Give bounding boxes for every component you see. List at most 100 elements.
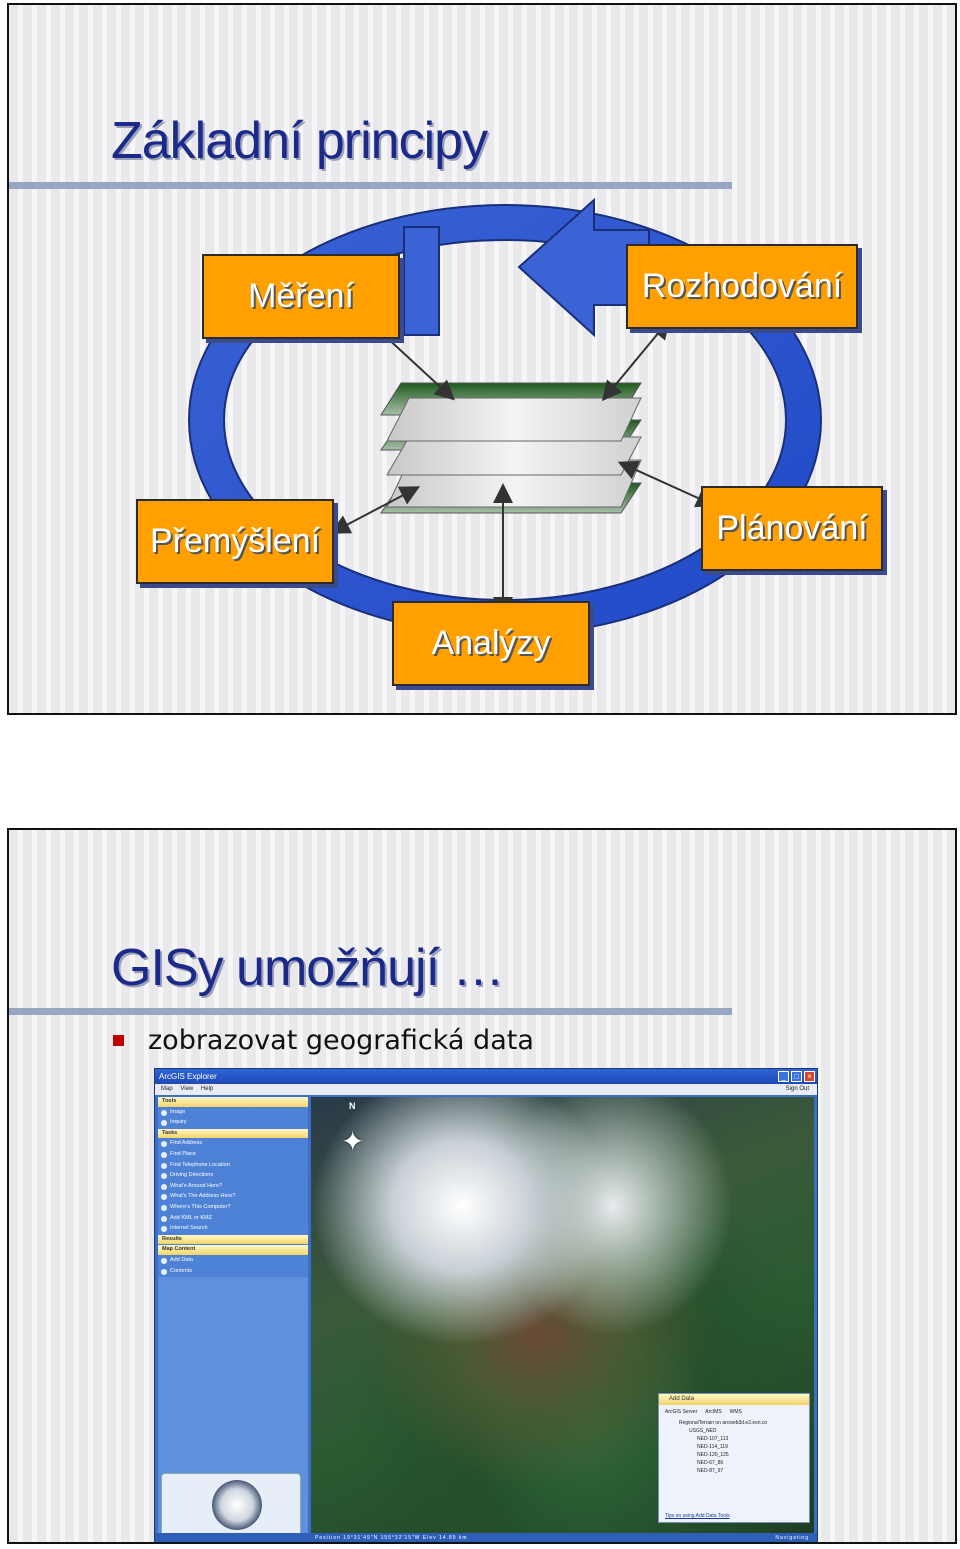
panel-section-header[interactable]: Tools: [158, 1097, 308, 1108]
panel-tool-item[interactable]: Internet Search: [158, 1224, 308, 1235]
slide-gis-enable: GISy umožňují … zobrazovat geografická d…: [7, 828, 957, 1544]
panel-row-label: Driving Directions: [170, 1172, 214, 1179]
window-titlebar: ArcGIS Explorer _ □ ×: [155, 1069, 817, 1084]
panel-tool-item[interactable]: Find Telephone Location: [158, 1160, 308, 1172]
panel-tool-item[interactable]: Find Address: [158, 1139, 308, 1150]
panel-tool-item[interactable]: Inquiry: [158, 1118, 308, 1129]
panel-row-label: Find Telephone Location: [170, 1161, 230, 1168]
menubar: Map View Help Sign Out: [155, 1084, 817, 1095]
panel-tool-item[interactable]: What's Around Here?: [158, 1181, 308, 1193]
tool-icon: [161, 1120, 167, 1127]
tab-arcgis-server[interactable]: ArcGIS Server: [665, 1409, 698, 1415]
tool-icon: [161, 1257, 167, 1264]
minimize-icon[interactable]: _: [778, 1071, 789, 1082]
slide-basic-principles: Základní principy: [7, 3, 957, 715]
tool-icon: [161, 1204, 167, 1211]
panel-tool-item[interactable]: Find Place: [158, 1149, 308, 1161]
navigation-control[interactable]: [161, 1473, 301, 1537]
panel-tool-item[interactable]: Image: [158, 1107, 308, 1119]
tree-item[interactable]: NED-67_86: [697, 1460, 724, 1466]
tool-icon: [161, 1215, 167, 1222]
cycle-arrow-head: [517, 197, 650, 338]
tool-icon: [161, 1268, 167, 1275]
arcgis-explorer-screenshot: ArcGIS Explorer _ □ × Map View Help Sign…: [154, 1068, 818, 1542]
tool-icon: [161, 1109, 167, 1116]
panel-tool-item[interactable]: Contents: [158, 1266, 308, 1278]
tree-item[interactable]: NED-87_97: [697, 1468, 724, 1474]
tree-item[interactable]: NED-114_119: [697, 1444, 728, 1450]
panel-row-label: Tools: [162, 1098, 177, 1104]
compass-icon: ✦: [341, 1126, 365, 1157]
panel-tool-item[interactable]: Add KML or KMZ: [158, 1213, 308, 1225]
panel-row-label: Add Data: [170, 1256, 193, 1263]
box-premysleni: Přemýšlení: [136, 499, 334, 584]
menu-help[interactable]: Help: [200, 1086, 214, 1092]
close-icon[interactable]: ×: [804, 1071, 815, 1082]
panel-row-label: What's Around Here?: [170, 1182, 223, 1189]
panel-row-label: Add KML or KMZ: [170, 1214, 212, 1221]
title-rule: [9, 182, 732, 189]
tree-item[interactable]: NED-120_125: [697, 1452, 729, 1458]
panel-tool-item[interactable]: Driving Directions: [158, 1171, 308, 1182]
box-planovani: Plánování: [701, 486, 883, 571]
status-position: Position 19°31'49"N 155°32'15"W Elev 14.…: [315, 1535, 468, 1541]
tips-link[interactable]: Tips on using Add Data Tools: [665, 1513, 730, 1519]
slide-title: Základní principy: [111, 112, 488, 170]
status-navigating: Navigating: [775, 1535, 809, 1541]
add-data-panel: Add Data ArcGIS Server ArcIMS WMS Region…: [658, 1393, 810, 1523]
bullet-text: zobrazovat geografická data: [148, 1025, 534, 1056]
box-rozhodovani: Rozhodování: [626, 244, 858, 329]
box-mereni: Měření: [202, 254, 400, 339]
slide-title: GISy umožňují …: [111, 939, 504, 997]
cycle-diagram: [187, 197, 823, 636]
arrow-premysleni: [329, 486, 421, 534]
status-bar: Position 19°31'49"N 155°32'15"W Elev 14.…: [155, 1533, 817, 1542]
bullet-square-icon: [113, 1035, 124, 1046]
navigation-wheel-icon[interactable]: [212, 1480, 262, 1530]
tool-icon: [161, 1162, 167, 1169]
compass-north-label: N: [349, 1101, 356, 1111]
add-data-title: Add Data: [659, 1394, 809, 1405]
tree-item[interactable]: NED-107_113: [697, 1436, 729, 1442]
menu-map[interactable]: Map: [161, 1086, 173, 1092]
tool-icon: [161, 1151, 167, 1158]
panel-row-label: Find Address: [170, 1140, 203, 1147]
panel-section-header[interactable]: Results: [158, 1234, 308, 1246]
panel-row-label: Internet Search: [170, 1225, 208, 1232]
panel-row-label: Image: [170, 1108, 186, 1115]
title-rule: [9, 1008, 732, 1015]
panel-row-label: What's The Address Here?: [170, 1193, 236, 1200]
maximize-icon[interactable]: □: [791, 1071, 802, 1082]
panel-tool-item[interactable]: Where's This Computer?: [158, 1202, 308, 1214]
panel-row-label: Inquiry: [170, 1119, 187, 1126]
window-title: ArcGIS Explorer: [159, 1072, 217, 1081]
tool-icon: [161, 1194, 167, 1201]
sign-out-link[interactable]: Sign Out: [785, 1086, 809, 1092]
panel-tool-item[interactable]: What's The Address Here?: [158, 1192, 308, 1203]
cycle-arrow-tail: [403, 226, 440, 336]
tab-arcims[interactable]: ArcIMS: [705, 1409, 722, 1415]
panel-section-header[interactable]: Tasks: [158, 1128, 308, 1140]
tree-item[interactable]: RegionalTerrain on arcweb3d.e2.esri.co: [679, 1420, 768, 1426]
tool-icon: [161, 1226, 167, 1233]
arrow-planovani: [617, 460, 717, 508]
box-analyzy: Analýzy: [392, 601, 590, 686]
panel-row-label: Map Content: [162, 1246, 196, 1253]
panel-tool-item[interactable]: Add Data: [158, 1255, 308, 1267]
bullet-item: zobrazovat geografická data: [113, 1025, 534, 1056]
panel-section-header[interactable]: Map Content: [158, 1245, 308, 1256]
tab-wms[interactable]: WMS: [729, 1409, 742, 1415]
menu-view[interactable]: View: [180, 1086, 194, 1092]
panel-row-label: Contents: [170, 1267, 193, 1274]
tool-icon: [161, 1173, 167, 1180]
panel-row-label: Tasks: [162, 1129, 178, 1136]
tool-icon: [161, 1141, 167, 1148]
map-layers: [380, 382, 642, 514]
terrain-map-view[interactable]: N ✦ Add Data ArcGIS Server ArcIMS WMS Re…: [311, 1097, 814, 1533]
panel-row-label: Where's This Computer?: [170, 1203, 231, 1210]
panel-row-label: Find Place: [170, 1150, 196, 1157]
arrow-rozhodovani: [601, 318, 671, 402]
tree-item[interactable]: USGS_NED: [689, 1428, 717, 1434]
